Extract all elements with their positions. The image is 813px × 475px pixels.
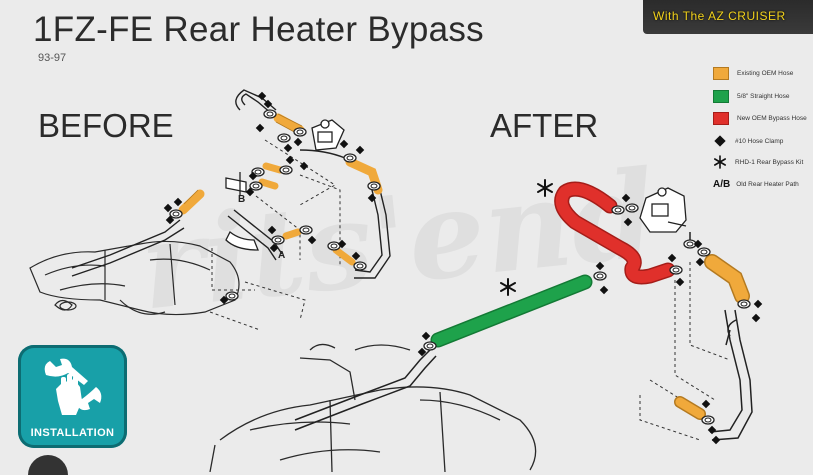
legend-item-hose-clamp: #10 Hose Clamp: [713, 134, 783, 148]
before-pipes: [71, 89, 391, 279]
before-engine-outline: [29, 240, 240, 316]
after-orange-hoses: [674, 254, 750, 420]
after-dashed-paths: [639, 262, 731, 441]
legend-item-straight-hose: 5/8" Straight Hose: [713, 89, 790, 103]
path-label-a: A: [278, 250, 286, 261]
channel-banner: With The AZ CRUISER: [643, 0, 813, 34]
legend-label: Existing OEM Hose: [737, 69, 794, 77]
legend-item-bypass-kit: RHD-1 Rear Bypass Kit: [713, 155, 803, 169]
orange-swatch: [713, 66, 729, 80]
legend-label: Old Rear Heater Path: [736, 180, 799, 188]
after-engine-outline: [209, 343, 537, 472]
before-valve-housing: [225, 119, 345, 251]
legend-label: #10 Hose Clamp: [735, 137, 784, 145]
asterisk-icon: [713, 155, 726, 169]
before-heading: BEFORE: [38, 107, 174, 144]
green-swatch: [713, 89, 729, 103]
after-heading: AFTER: [490, 107, 599, 144]
bypass-kit-asterisks: [500, 179, 553, 296]
before-orange-hoses: [178, 113, 383, 266]
channel-label: With The AZ CRUISER: [653, 9, 786, 23]
after-valve-housing: [639, 187, 687, 233]
red-swatch: [713, 111, 729, 125]
path-label-b: B: [238, 194, 246, 205]
wrench-hand-icon: [44, 358, 102, 415]
red-bypass-hose: [554, 181, 676, 285]
installation-label: INSTALLATION: [30, 427, 115, 439]
legend-item-heater-path: A/B Old Rear Heater Path: [713, 177, 799, 191]
legend-item-existing-hose: Existing OEM Hose: [713, 66, 793, 80]
legend-item-bypass-hose: New OEM Bypass Hose: [713, 111, 807, 125]
legend-label: RHD-1 Rear Bypass Kit: [735, 158, 804, 166]
green-straight-hose: [430, 274, 593, 348]
legend-label: New OEM Bypass Hose: [737, 114, 807, 122]
page-subtitle: 93-97: [38, 52, 67, 64]
video-overlay-dot: [28, 455, 68, 475]
ab-mark: A/B: [713, 178, 731, 190]
installation-badge: INSTALLATION: [18, 345, 127, 448]
legend-label: 5/8" Straight Hose: [737, 92, 790, 100]
before-clamps: [169, 109, 381, 301]
page-title: 1FZ-FE Rear Heater Bypass: [33, 10, 484, 49]
